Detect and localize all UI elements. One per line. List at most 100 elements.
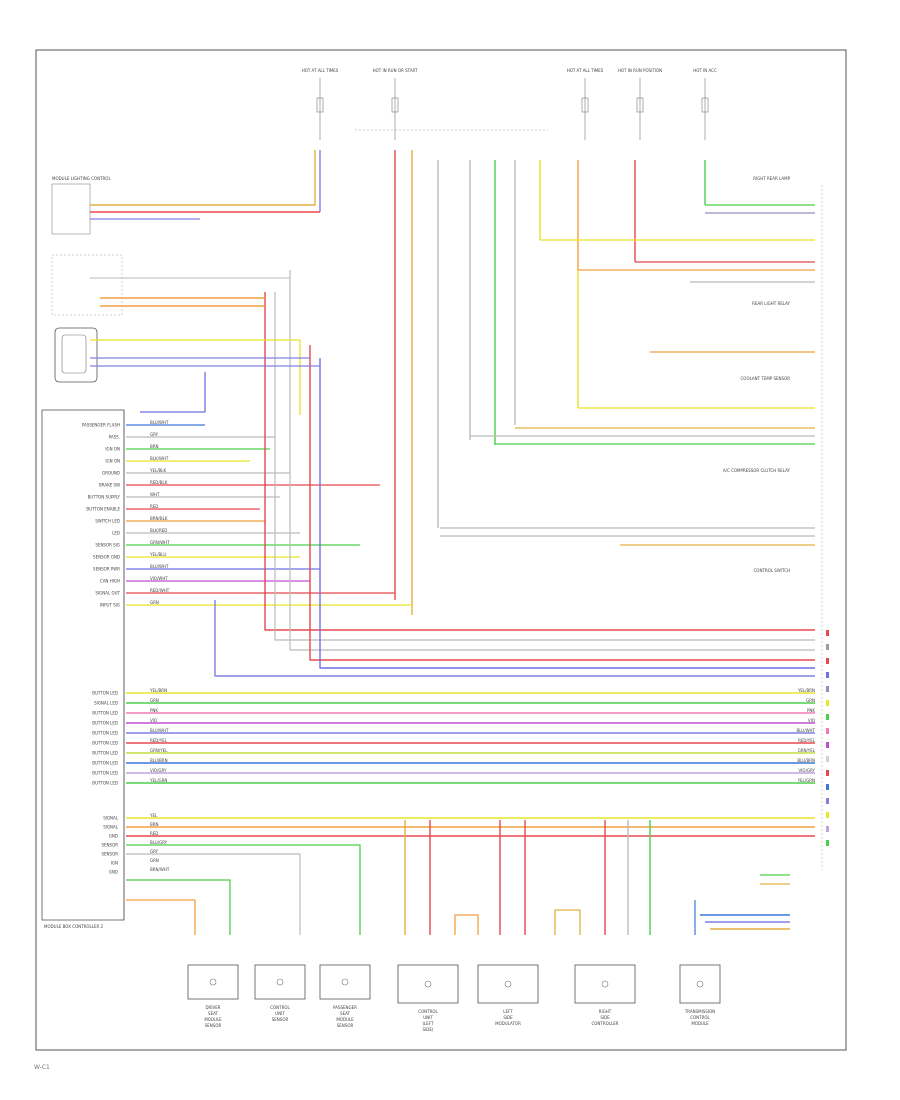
bus-pin-wire-right-4: BLU/WHT [797,728,816,733]
left-pin-label-11: SENSOR GND [93,555,120,560]
bus-pin-wire-3: VIO [150,718,157,723]
bus-pin-label-1: SIGNAL LED [94,701,118,706]
right-terminal-3 [826,672,829,678]
bottom-pin-wire-3: BLU/GRY [150,840,168,845]
right-label-3: A/C COMPRESSOR CLUTCH RELAY [723,468,791,473]
right-terminal-12 [826,798,829,804]
bottom-pin-label-0: SIGNAL [103,816,119,821]
right-terminal-2 [826,658,829,664]
right-terminal-0 [826,630,829,636]
left-pin-label-15: INPUT SIG [100,603,120,608]
right-terminal-1 [826,644,829,650]
bus-pin-wire-9: YEL/GRN [149,778,167,783]
left-pin-label-0: PASSENGER FLASH [82,423,120,428]
diagram-border [35,49,847,1051]
right-label-0: RIGHT REAR LAMP [753,176,790,181]
bus-pin-wire-5: RED/YEL [150,738,168,743]
bottom-component-label-3-3: SIDE) [423,1027,434,1032]
bus-pin-wire-right-2: PNK [807,708,815,713]
bottom-component-label-5-2: CONTROLLER [591,1021,618,1026]
right-terminal-10 [826,770,829,776]
bus-pin-label-3: BUTTON LED [92,721,118,726]
top-fuse-1 [391,97,399,113]
left-pin-label-6: BUTTON SUPPLY [88,495,121,500]
top-component-label-0: HOT AT ALL TIMES [302,68,339,73]
top-component-label-1: HOT IN RUN OR START [373,68,418,73]
right-terminal-13 [826,812,829,818]
bottom-pin-wire-2: RED [150,831,158,836]
bottom-component-box-0 [187,964,239,1000]
bus-pin-label-9: BUTTON LED [92,781,118,786]
left-pin-label-9: LED [112,531,120,536]
bottom-component-box-2 [319,964,371,1000]
bus-pin-wire-right-8: VIO/GRY [799,768,816,773]
top-left-connector-box [51,183,91,235]
left-switch-box [51,254,123,316]
right-terminal-14 [826,826,829,832]
bottom-component-label-2-1: SEAT [340,1011,350,1016]
bottom-component-symbol-6 [696,980,704,988]
left-pin-label-10: SENSOR SIG [95,543,120,548]
bus-pin-wire-right-9: YEL/GRN [797,778,815,783]
bottom-component-label-2-3: SENSOR [337,1023,354,1028]
left-pin-wire-14: RED/WHT [150,588,170,593]
left-relay-box [54,327,98,383]
bottom-component-box-1 [254,964,306,1000]
left-module-caption: MODULE BOX CONTROLLER 2 [44,924,104,929]
left-pin-wire-10: GRN/WHT [150,540,170,545]
bottom-component-label-1-1: UNIT [275,1011,285,1016]
left-pin-label-3: IGN ON [105,459,120,464]
right-terminal-7 [826,728,829,734]
bottom-component-label-6-2: MODULE [691,1021,709,1026]
bottom-component-label-5-0: RIGHT [599,1009,612,1014]
left-pin-label-7: BUTTON ENABLE [86,507,120,512]
top-fuse-3 [636,97,644,113]
bus-pin-label-0: BUTTON LED [92,691,118,696]
left-pin-label-14: SIGNAL OUT [95,591,120,596]
bottom-pin-wire-0: YEL [149,813,158,818]
bottom-component-label-2-2: MODULE [336,1017,354,1022]
wire-bundle [90,150,815,935]
jumper-0 [454,914,479,935]
bus-pin-wire-right-7: BLU/BRN [797,758,815,763]
bus-pin-label-6: BUTTON LED [92,751,118,756]
bottom-component-box-6 [679,964,721,1004]
right-label-4: CONTROL SWITCH [754,568,791,573]
bus-pin-wire-right-0: YEL/BRN [797,688,815,693]
bottom-component-label-0-2: MODULE [204,1017,222,1022]
left-pin-wire-0: BLU/WHT [150,420,169,425]
bottom-component-symbol-4 [504,980,512,988]
left-pin-wire-2: BRN [150,444,159,449]
bus-pin-label-2: BUTTON LED [92,711,118,716]
top-component-label-2: HOT AT ALL TIMES [567,68,604,73]
bus-pin-label-7: BUTTON LED [92,761,118,766]
left-pin-wire-15: GRN [150,600,159,605]
bottom-pin-label-1: SIGNAL [103,825,119,830]
footer-code: W-C1 [34,1064,50,1071]
bottom-component-symbol-3 [424,980,432,988]
bottom-component-label-5-1: SIDE [600,1015,610,1020]
bottom-component-label-3-1: UNIT [423,1015,433,1020]
bus-pin-wire-right-6: GRN/YEL [798,748,816,753]
bottom-pin-wire-6: BRN/WHT [150,867,170,872]
right-terminal-9 [826,756,829,762]
bottom-component-label-4-2: MODULATOR [495,1021,521,1026]
bottom-component-label-2-0: PASSENGER [333,1005,357,1010]
bus-pin-wire-0: YEL/BRN [149,688,167,693]
bottom-component-symbol-0 [209,978,217,986]
bottom-pin-label-2: GND [109,834,118,839]
bottom-component-box-4 [477,964,539,1004]
bus-pin-label-8: BUTTON LED [92,771,118,776]
jumper-1 [554,909,581,935]
left-pin-label-2: IGN ON [105,447,120,452]
bottom-component-label-0-3: SENSOR [205,1023,222,1028]
left-pin-wire-4: YEL/BLK [149,468,167,473]
top-left-module-label: MODULE LIGHTING CONTROL [52,176,111,181]
left-pin-label-13: CAN HIGH [100,579,120,584]
bottom-pin-label-4: SENSOR [101,852,118,857]
bottom-wire-3 [126,844,361,935]
bottom-component-label-4-0: LEFT [503,1009,513,1014]
mid-trunk-6 [214,600,815,677]
bus-pin-wire-right-3: VIO [808,718,815,723]
